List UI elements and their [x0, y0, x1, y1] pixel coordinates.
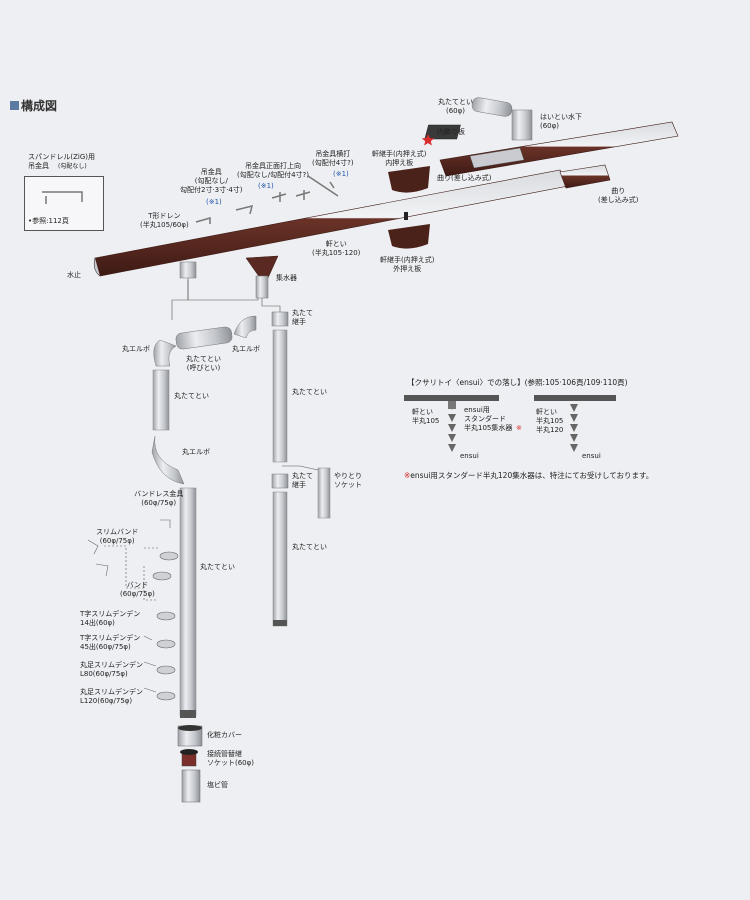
- label-marutatoi-60: 丸たてとい (60φ): [438, 98, 473, 115]
- collector-head: [245, 255, 281, 312]
- label-magari-top: 曲り(差し込み式): [437, 174, 492, 182]
- section-ensui-std: ensui用 スタンダード 半丸105集水器: [464, 406, 513, 432]
- section-left-gutter: 軒とい 半丸105: [412, 408, 440, 425]
- label-maru-elbo-1: 丸エルボ: [122, 345, 150, 353]
- left-downpipe: [151, 315, 257, 718]
- label-marutate-tsugite-2: 丸たて 継手: [292, 472, 313, 489]
- label-maruashi-l120: 丸足スリムデンデン L120(60φ/75φ): [80, 688, 143, 705]
- label-slim-band: スリムバンド (60φ/75φ): [96, 528, 139, 545]
- label-spandrel-ref: •参照:112頁: [28, 217, 69, 225]
- label-band: バンド (60φ/75φ): [120, 581, 155, 598]
- label-mizudome: 水止: [67, 271, 81, 279]
- label-maruashi-l80: 丸足スリムデンデン L80(60φ/75φ): [80, 661, 143, 678]
- label-marutatoi-left-1: 丸たてとい: [174, 392, 209, 400]
- spandrel-box: [24, 176, 104, 231]
- section-right-gutter: 軒とい 半丸105 半丸120: [536, 408, 564, 434]
- label-maru-elbo-2: 丸エルボ: [232, 345, 260, 353]
- title-marker: [10, 101, 19, 110]
- section-ensui-left: ensui: [460, 452, 479, 460]
- brackets: [42, 175, 339, 224]
- label-enbi: 塩ビ管: [207, 781, 228, 789]
- upper-gutter: [439, 121, 679, 189]
- note-mark: ※: [404, 471, 411, 480]
- label-t-slim-14: T字スリムデンデン 14出(60φ): [80, 610, 141, 627]
- label-marutate-tsugite-1: 丸たて 継手: [292, 309, 313, 326]
- label-bandless: バンドレス金具 (60φ/75φ): [134, 490, 184, 507]
- label-tsurikanagu-shomen-note: (※1): [258, 182, 274, 190]
- page-title: 構成図: [10, 97, 57, 114]
- label-spandrel-sub: (勾配なし): [58, 163, 87, 170]
- section-title: 【クサリトイ〈ensui〉での落し】(参照:105·106頁/109·110頁): [407, 378, 628, 387]
- section-ensui-std-mark: ※: [516, 424, 522, 432]
- right-downpipe: [271, 311, 331, 627]
- note-text: ensui用スタンダード半丸120集水器は、特注にてお受けしております。: [410, 471, 654, 480]
- label-marutatoi-long: 丸たてとい: [200, 563, 235, 571]
- label-shusuiki: 集水器: [276, 274, 297, 282]
- label-nokitoi: 軒とい (半丸105·120): [312, 240, 361, 257]
- label-tsurikanagu-yoko: 吊金具横打 (勾配付4寸?): [312, 150, 354, 167]
- label-uchikazari: 内飾り板: [437, 128, 465, 136]
- label-tsurikanagu-shomen: 吊金具正面打上向 (勾配なし/勾配付4寸?): [237, 162, 309, 179]
- label-haitoi: はいとい水下 (60φ): [540, 113, 582, 130]
- bottom-parts: [177, 725, 203, 803]
- label-tsurikanagu: 吊金具 (勾配なし/ 勾配付2寸·3寸·4寸): [180, 168, 243, 194]
- section-note: ※ensui用スタンダード半丸120集水器は、特注にてお受けしております。: [404, 470, 653, 481]
- title-text: 構成図: [21, 99, 58, 113]
- label-marutatoi-mid: 丸たてとい: [292, 388, 327, 396]
- label-keshou-cover: 化粧カバー: [207, 731, 242, 739]
- label-magari-right: 曲り (差し込み式): [598, 187, 639, 204]
- label-t-slim-45: T字スリムデンデン 45出(60φ/75φ): [80, 634, 141, 651]
- label-marutatoi-mid2: 丸たてとい: [292, 543, 327, 551]
- label-yaritori: やりとり ソケット: [334, 472, 362, 489]
- label-tsurikanagu-note: (※1): [206, 198, 222, 206]
- label-maru-elbo-3: 丸エルボ: [182, 448, 210, 456]
- label-spandrel-title: スパンドレル(ZiG)用 吊金具: [28, 153, 95, 170]
- label-tsurikanagu-yoko-note: (※1): [333, 170, 349, 178]
- star-icon: [421, 134, 435, 146]
- label-yobitoi: 丸たてとい (呼びとい): [186, 355, 221, 372]
- dashed-guides: [104, 545, 158, 601]
- section-ensui-right: ensui: [582, 452, 601, 460]
- label-nokitsugite-uchi: 軒継手(内押え式) 内押え板: [372, 150, 427, 167]
- label-setsuzoku-socket: 接続管替継 ソケット(60φ): [207, 750, 254, 767]
- joint-plates: [388, 166, 430, 249]
- ensui-section: [404, 395, 616, 452]
- label-t-drain: T形ドレン (半丸105/60φ): [140, 212, 189, 229]
- clip-fittings: [87, 519, 179, 701]
- label-nokitsugite-soto: 軒継手(内押え式) 外押え板: [380, 256, 435, 273]
- top-downspout: [424, 97, 533, 141]
- t-drain: [171, 261, 259, 320]
